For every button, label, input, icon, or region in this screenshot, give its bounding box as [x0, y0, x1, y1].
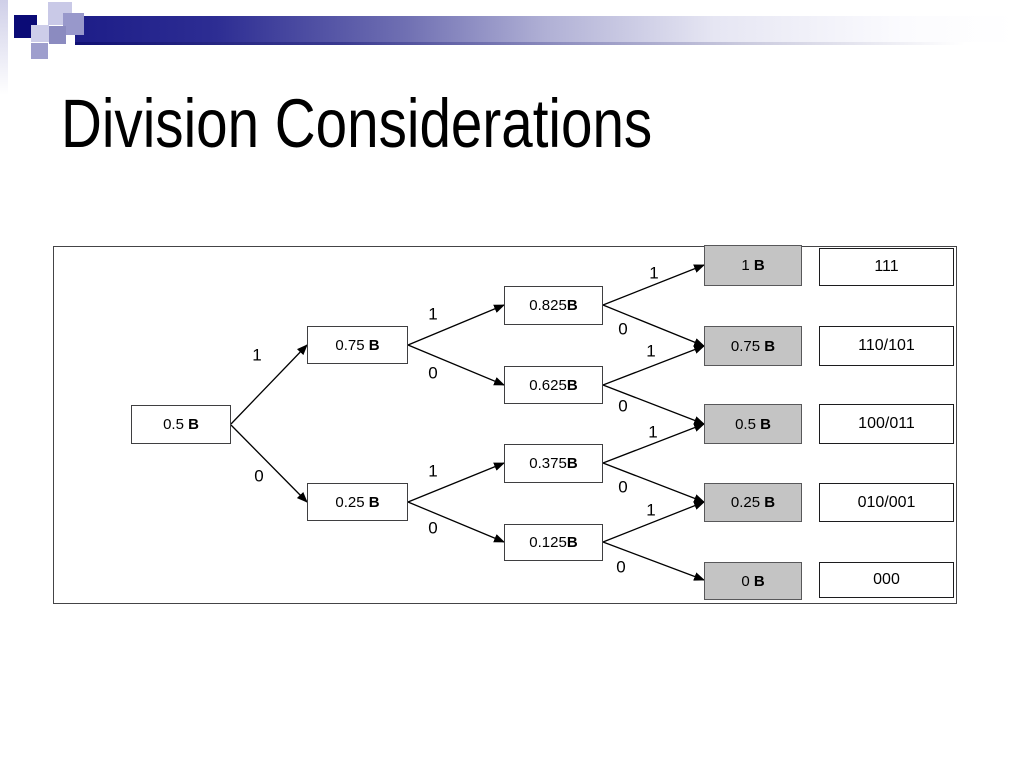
header-gradient-bar: [75, 16, 1016, 42]
node-label: 0.125: [529, 534, 567, 551]
node-label-bold-suffix: B: [368, 336, 380, 354]
result-node-1B: 1 B: [704, 245, 802, 286]
edge-bit-label: 1: [428, 304, 438, 324]
code-node-100-011: 100/011: [819, 404, 954, 444]
node-label-bold-suffix: B: [566, 297, 578, 314]
decorative-square-medium: [63, 13, 84, 35]
tree-edge: [602, 501, 706, 543]
result-node-0-75B: 0.75 B: [704, 326, 802, 366]
decorative-square-light-mid: [31, 25, 49, 42]
edge-bit-label: 1: [428, 461, 438, 481]
node-label-bold-suffix: B: [764, 337, 776, 355]
decorative-square-slate: [49, 26, 66, 44]
edge-bit-label: 0: [618, 319, 628, 339]
node-label: 0.75: [730, 337, 765, 355]
node-label: 0.75: [335, 336, 369, 354]
edge-bit-label: 1: [649, 263, 659, 283]
left-edge-gradient: [0, 0, 8, 95]
tree-node-0-75B: 0.75 B: [307, 326, 408, 364]
result-node-0B: 0 B: [704, 562, 802, 600]
tree-edge: [407, 501, 506, 543]
node-label: 111: [874, 258, 899, 275]
decorative-square-medium-bottom: [31, 43, 48, 59]
edge-bit-label: 1: [648, 422, 658, 442]
code-node-110-101: 110/101: [819, 326, 954, 366]
tree-edge: [602, 304, 706, 347]
node-label-bold-suffix: B: [188, 416, 199, 433]
node-label: 010/001: [857, 493, 916, 511]
edge-bit-label: 0: [428, 363, 438, 383]
node-label: 0.625: [529, 376, 567, 394]
node-label: 000: [873, 571, 900, 588]
edge-bit-label: 1: [646, 341, 656, 361]
tree-edge: [602, 264, 706, 306]
node-label-bold-suffix: B: [368, 493, 380, 511]
tree-edge: [407, 462, 506, 503]
header-bar-underline: [75, 42, 965, 45]
page-title: Division Considerations: [61, 85, 653, 162]
tree-node-0-25B: 0.25 B: [307, 483, 408, 521]
node-label-bold-suffix: B: [566, 376, 578, 394]
result-node-0-25B: 0.25 B: [704, 483, 802, 522]
edge-bit-label: 0: [254, 466, 264, 486]
node-label-bold-suffix: B: [760, 415, 771, 433]
node-label-bold-suffix: B: [753, 572, 765, 590]
code-node-000: 000: [819, 562, 954, 598]
edge-bit-label: 1: [646, 500, 656, 520]
tree-edge: [230, 344, 308, 425]
node-label: 110/101: [858, 337, 915, 354]
node-label-bold-suffix: B: [566, 455, 578, 472]
tree-edge: [602, 462, 706, 503]
node-label: 0.375: [529, 455, 567, 472]
code-node-010-001: 010/001: [819, 483, 954, 522]
edge-bit-label: 0: [618, 477, 628, 497]
edge-bit-label: 1: [252, 345, 262, 365]
tree-edge: [230, 424, 308, 503]
node-label: 0.825: [529, 297, 567, 314]
tree-edge: [602, 541, 706, 581]
node-label: 100/011: [858, 415, 915, 432]
node-label: 0.5: [163, 416, 189, 433]
node-label: 1: [741, 257, 754, 274]
node-label: 0: [741, 572, 754, 590]
edge-bit-label: 0: [428, 518, 438, 538]
node-label-bold-suffix: B: [753, 257, 765, 274]
tree-node-0-5B: 0.5 B: [131, 405, 231, 444]
node-label: 0.25: [730, 494, 765, 511]
tree-edge: [602, 423, 706, 464]
code-node-111: 111: [819, 248, 954, 286]
edge-bit-label: 0: [618, 396, 628, 416]
node-label: 0.5: [735, 415, 761, 433]
tree-edge: [407, 344, 506, 386]
result-node-0-5B: 0.5 B: [704, 404, 802, 444]
tree-edge: [602, 345, 706, 386]
edge-arrows-layer: [230, 264, 706, 581]
tree-edge: [602, 384, 706, 425]
node-label-bold-suffix: B: [764, 494, 776, 511]
tree-edge: [407, 304, 506, 346]
node-label-bold-suffix: B: [566, 534, 578, 551]
node-label: 0.25: [335, 493, 369, 511]
edge-bit-label: 0: [616, 557, 626, 577]
